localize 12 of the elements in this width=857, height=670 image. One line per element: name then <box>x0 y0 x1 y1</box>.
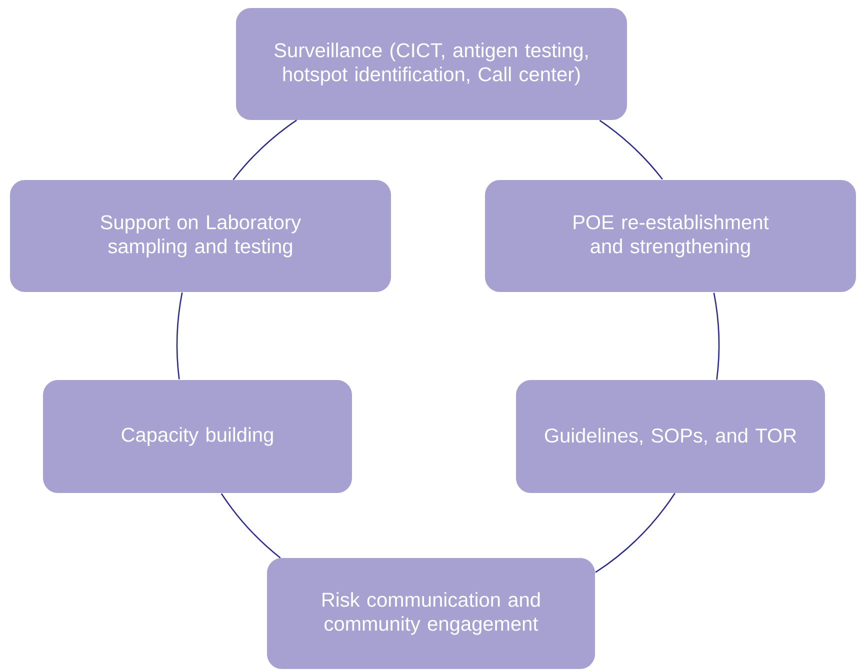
process-box: Surveillance (CICT, antigen testing, hotspot identification, Call center) <box>236 8 627 120</box>
connector-arc <box>595 492 676 573</box>
process-box: Guidelines, SOPs, and TOR <box>516 380 825 493</box>
connector-arc <box>713 292 720 380</box>
connector-arc <box>599 120 663 180</box>
process-box: Support on Laboratory sampling and testing <box>10 180 391 292</box>
process-box: Capacity building <box>43 380 352 493</box>
process-box: Risk communication and community engagement <box>267 558 595 669</box>
connector-arc <box>176 292 183 380</box>
connector-arc <box>232 120 297 180</box>
process-box: POE re-establishment and strengthening <box>485 180 856 292</box>
connector-arc <box>220 493 281 558</box>
